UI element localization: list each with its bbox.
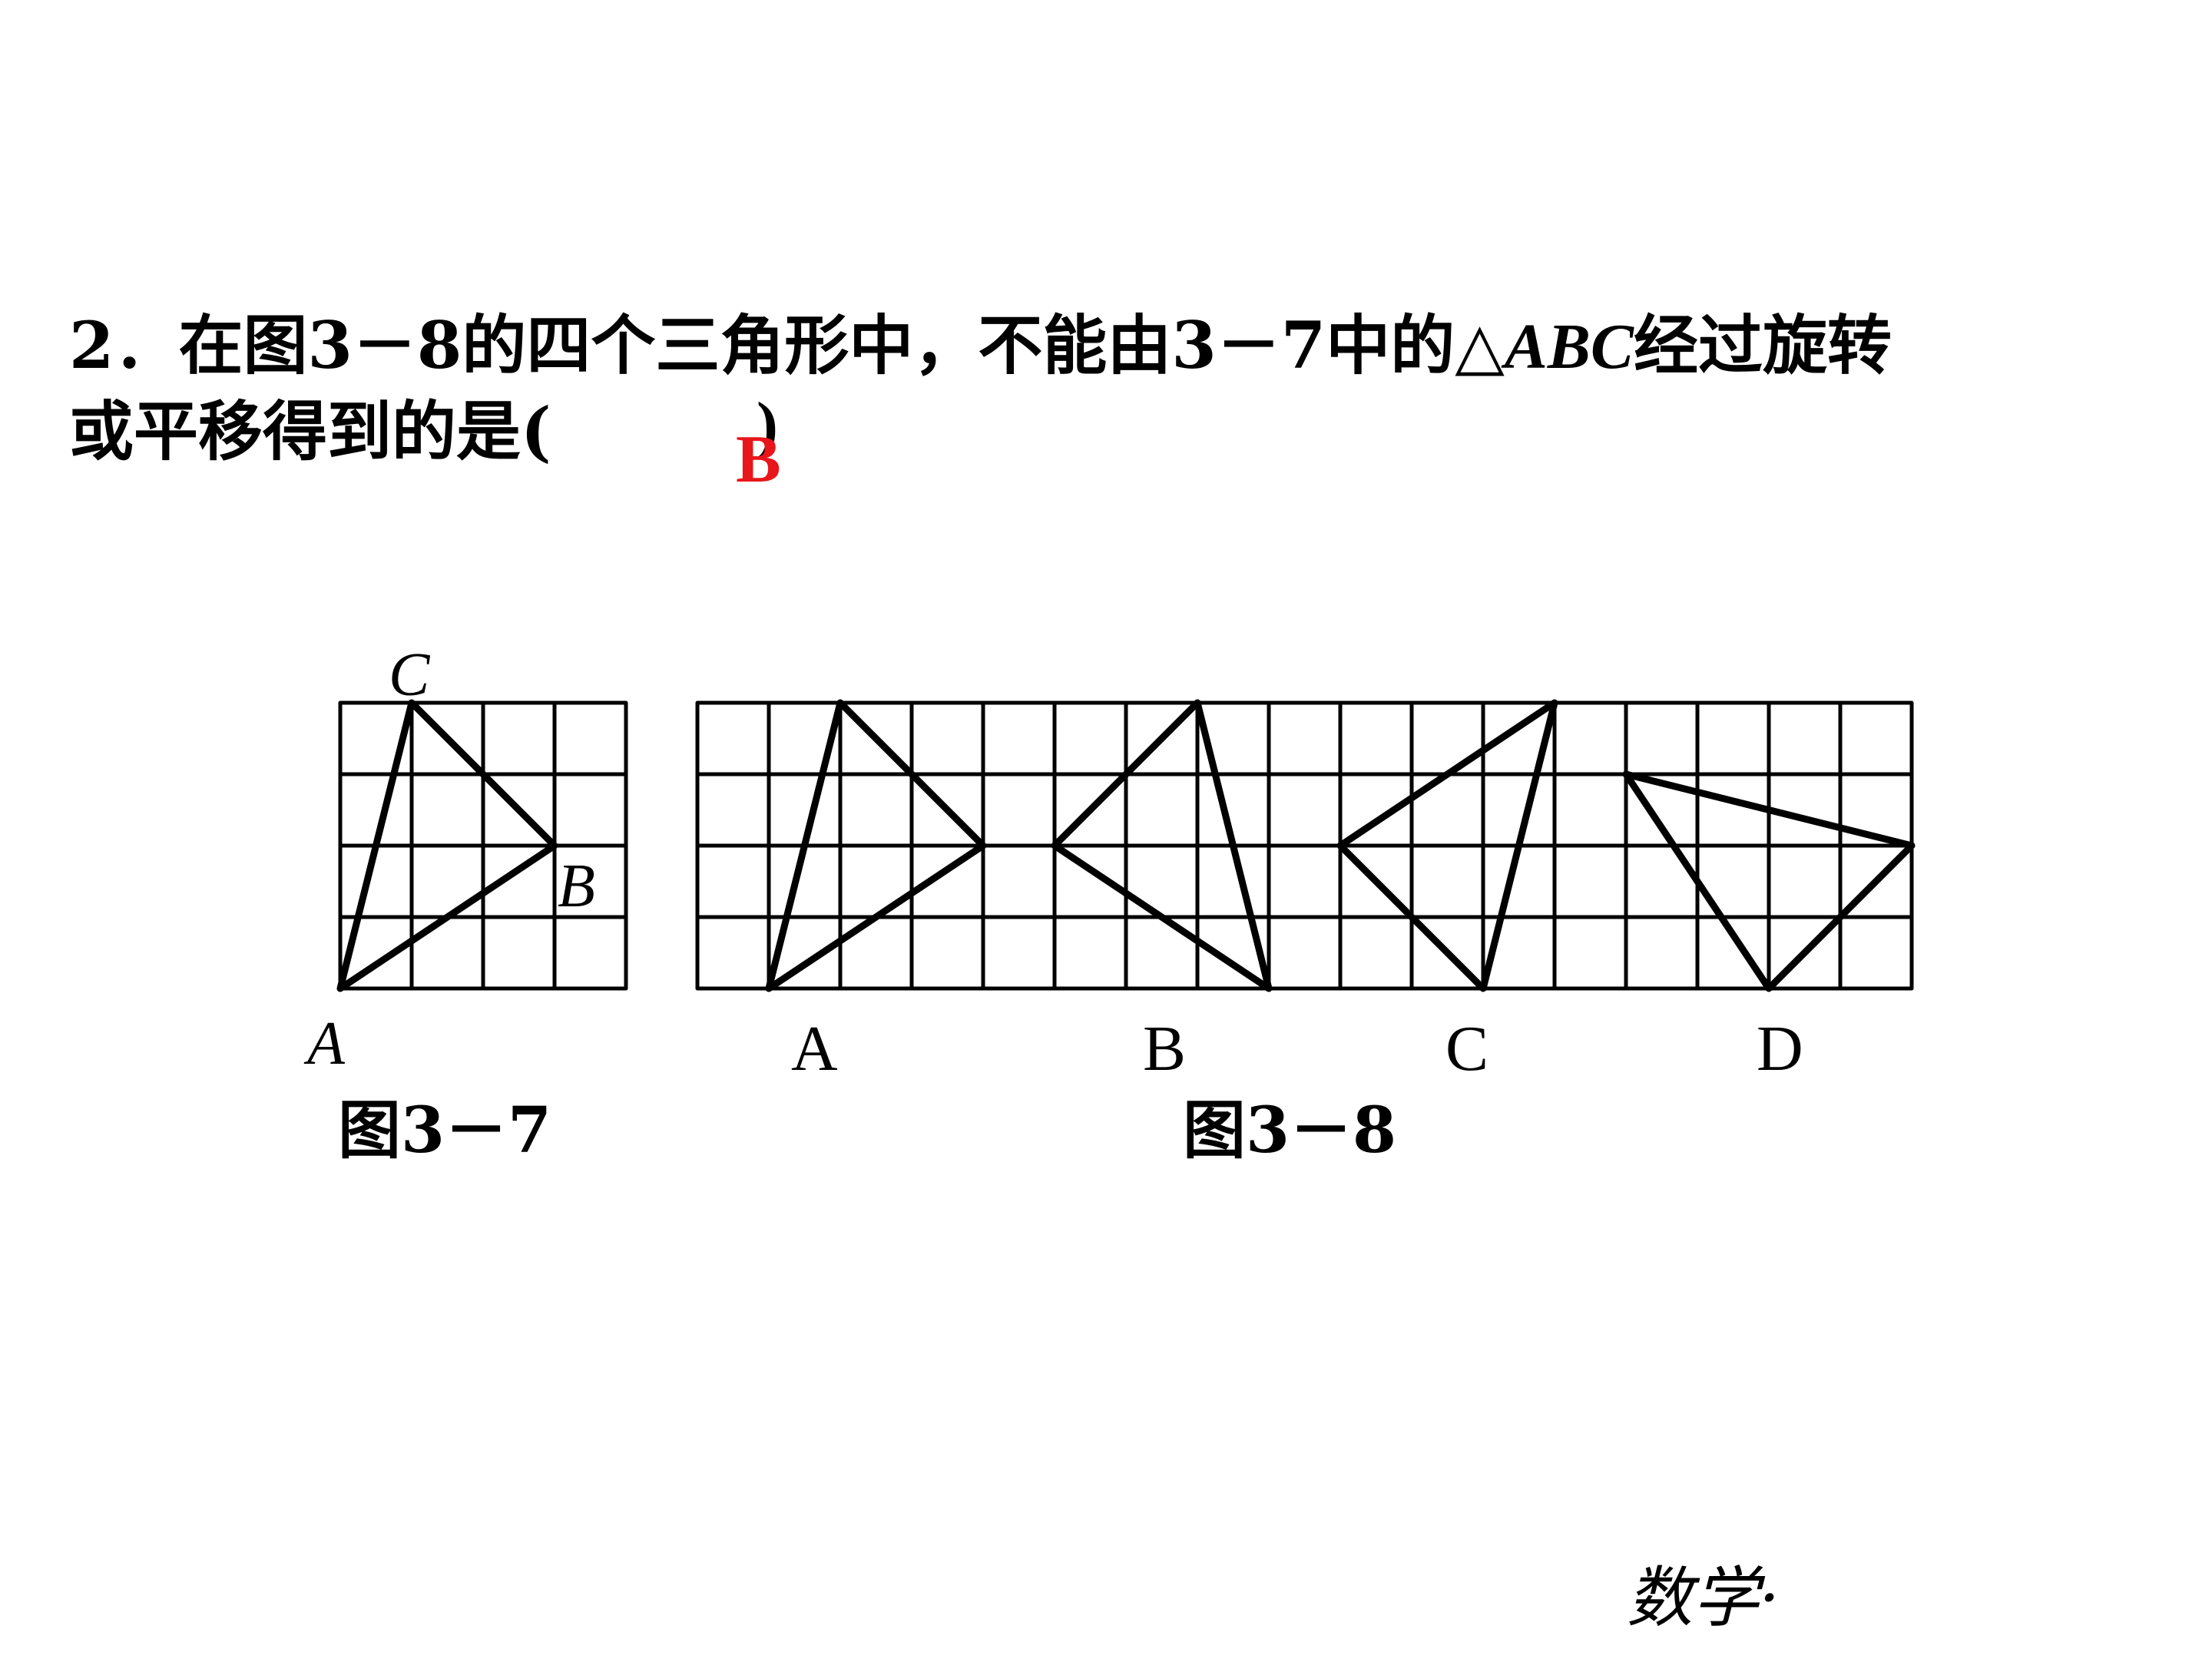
answer-mark: B bbox=[736, 422, 781, 497]
close-paren: ) bbox=[757, 389, 778, 461]
caption-figure-3-8: 图3－8 bbox=[1183, 1094, 1397, 1167]
option-b-label: B bbox=[1143, 1013, 1186, 1084]
option-d-label: D bbox=[1757, 1013, 1803, 1084]
option-c-label: C bbox=[1445, 1013, 1488, 1084]
caption-figure-3-7: 图3－7 bbox=[338, 1094, 552, 1167]
question-number: 2． bbox=[69, 307, 179, 383]
grid-3-7 bbox=[338, 700, 628, 991]
option-c-triangle bbox=[1336, 699, 1558, 992]
triangle-abc bbox=[336, 699, 558, 992]
vertex-b-label: B bbox=[558, 853, 595, 920]
option-b-triangle bbox=[1051, 699, 1273, 992]
option-a-label: A bbox=[791, 1013, 838, 1084]
triangle-abc-label: ABC bbox=[1504, 311, 1634, 382]
question-line-2: 或平移得到的是( bbox=[69, 393, 551, 469]
footer-subject: 数学· bbox=[1627, 1560, 1780, 1637]
question-text: 2．在图3－8的四个三角形中，不能由3－7中的△ABC经过旋转 或平移得到的是( bbox=[69, 303, 2158, 474]
vertex-c-label: C bbox=[389, 641, 431, 709]
option-d-triangle bbox=[1622, 770, 1916, 992]
question-line-1: 2．在图3－8的四个三角形中，不能由3－7中的△ABC经过旋转 bbox=[69, 307, 1892, 383]
vertex-a-label: A bbox=[303, 1010, 346, 1078]
option-a-triangle bbox=[765, 699, 987, 992]
